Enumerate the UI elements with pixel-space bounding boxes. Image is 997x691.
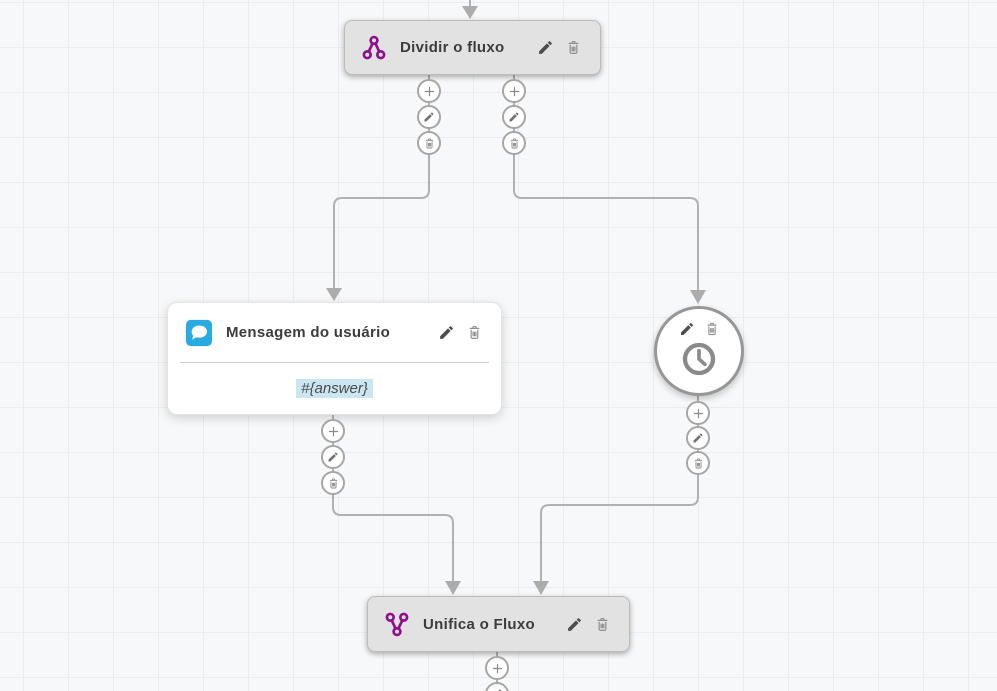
arrowhead-into-message: [326, 288, 342, 301]
delete-node-icon[interactable]: [466, 324, 483, 341]
wire-split-to-message: [333, 74, 430, 288]
divider: [180, 362, 489, 363]
trash-icon: [328, 477, 338, 488]
delete-node-icon[interactable]: [565, 39, 582, 56]
plus-icon: [328, 426, 338, 436]
message-variable-value: #{answer}: [296, 379, 373, 398]
merge-flow-icon: [384, 611, 410, 637]
edit-connection-button[interactable]: [686, 426, 710, 450]
node-timer[interactable]: [654, 306, 744, 396]
plus-icon: [424, 86, 434, 96]
node-title: Mensagem do usuário: [226, 324, 391, 341]
arrowhead-into-merge-right: [533, 581, 549, 595]
arrowhead-into-timer: [690, 290, 706, 304]
wire-split-to-timer: [513, 74, 699, 290]
arrowhead-into-split: [462, 6, 478, 19]
delete-connection-button[interactable]: [321, 471, 345, 495]
wire-timer-to-merge: [540, 396, 699, 581]
edit-connection-button[interactable]: [321, 445, 345, 469]
add-connection-button[interactable]: [485, 656, 509, 680]
pencil-icon: [424, 112, 434, 122]
plus-icon: [492, 663, 502, 673]
node-split-flow[interactable]: Dividir o fluxo: [344, 20, 601, 75]
delete-node-icon[interactable]: [704, 321, 720, 337]
node-title: Dividir o fluxo: [400, 39, 505, 56]
add-connection-button[interactable]: [417, 79, 441, 103]
edit-node-icon[interactable]: [537, 39, 554, 56]
edit-connection-button[interactable]: [417, 105, 441, 129]
delete-connection-button[interactable]: [686, 451, 710, 475]
arrowhead-into-merge-left: [445, 581, 461, 595]
trash-icon: [509, 137, 519, 148]
node-merge-flow[interactable]: Unifica o Fluxo: [367, 596, 630, 652]
delete-node-icon[interactable]: [594, 616, 611, 633]
edit-connection-button[interactable]: [502, 105, 526, 129]
node-user-message[interactable]: Mensagem do usuário #{answer}: [167, 302, 502, 415]
pencil-icon: [328, 452, 338, 462]
delete-connection-button[interactable]: [417, 131, 441, 155]
split-flow-icon: [361, 35, 387, 61]
edit-node-icon[interactable]: [679, 321, 695, 337]
add-connection-button[interactable]: [502, 79, 526, 103]
pencil-icon: [509, 112, 519, 122]
clock-icon: [679, 339, 719, 379]
edit-node-icon[interactable]: [438, 324, 455, 341]
edit-connection-button[interactable]: [485, 682, 509, 691]
pencil-icon: [693, 433, 703, 443]
trash-icon: [424, 137, 434, 148]
add-connection-button[interactable]: [686, 401, 710, 425]
plus-icon: [693, 408, 703, 418]
node-title: Unifica o Fluxo: [423, 615, 536, 633]
delete-connection-button[interactable]: [502, 131, 526, 155]
edit-node-icon[interactable]: [566, 616, 583, 633]
chat-bubble-icon: [185, 319, 213, 347]
plus-icon: [509, 86, 519, 96]
trash-icon: [693, 457, 703, 468]
wire-message-to-merge: [332, 415, 454, 581]
add-connection-button[interactable]: [321, 419, 345, 443]
